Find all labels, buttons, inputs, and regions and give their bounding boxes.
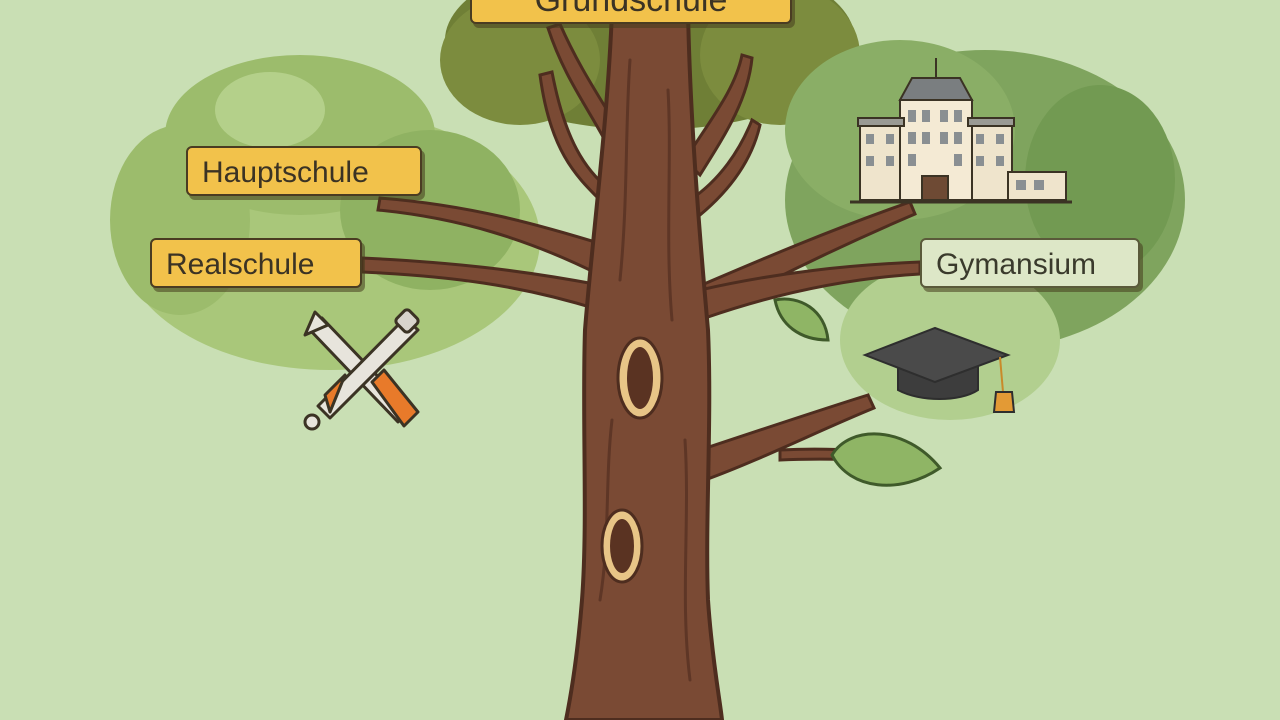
gymnasium-label: Gymansium <box>920 238 1140 288</box>
tree-branches <box>360 22 922 483</box>
realschule-label: Realschule <box>150 238 362 288</box>
knothole-icon <box>600 508 644 584</box>
school-building-icon <box>850 58 1072 204</box>
trunk-bark-lines <box>598 58 692 682</box>
leaf-icon <box>773 297 830 342</box>
knothole-icon <box>616 336 664 420</box>
graduation-cap-icon <box>862 326 1016 413</box>
tools-icon <box>303 308 420 431</box>
hauptschule-label: Hauptschule <box>186 146 422 196</box>
grundschule-label: Grundschule <box>470 0 792 24</box>
leaf-icon <box>830 432 943 487</box>
